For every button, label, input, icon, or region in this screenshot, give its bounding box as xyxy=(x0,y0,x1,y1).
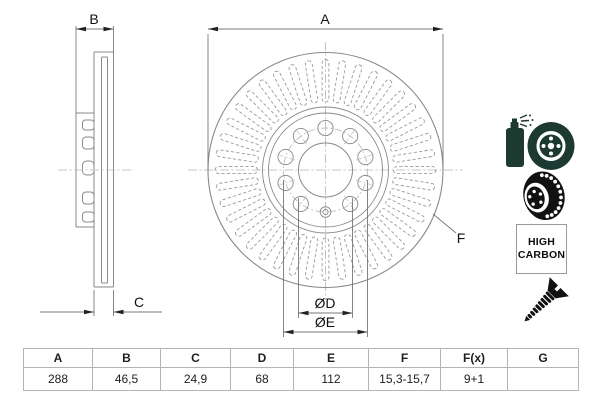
dim-label-b: B xyxy=(89,11,98,27)
hat-edge-circle xyxy=(268,112,383,228)
value-a: 288 xyxy=(23,367,93,391)
dim-label-a: A xyxy=(320,11,330,27)
spec-table-header-row: A B C D E F F(x) G xyxy=(23,348,579,368)
spec-table-value-row: 288 46,5 24,9 68 112 15,3-15,7 9+1 xyxy=(23,367,579,391)
col-header-a: A xyxy=(23,348,93,368)
dim-label-d: ØD xyxy=(315,295,336,311)
dim-label-e: ØE xyxy=(315,314,335,330)
vent-slot-pattern xyxy=(214,59,437,281)
value-c: 24,9 xyxy=(160,367,231,391)
col-header-c: C xyxy=(160,348,231,368)
value-d: 68 xyxy=(230,367,294,391)
front-view xyxy=(188,42,463,300)
vented-disc-icon xyxy=(518,170,568,223)
band-inner-circle xyxy=(262,106,389,234)
value-b: 46,5 xyxy=(92,367,161,391)
col-header-fx: F(x) xyxy=(440,348,508,368)
col-header-g: G xyxy=(507,348,579,368)
value-fx: 9+1 xyxy=(440,367,508,391)
dimension-arrowheads xyxy=(76,26,443,335)
value-e: 112 xyxy=(293,367,369,391)
locating-hole xyxy=(319,206,332,218)
bolt-holes xyxy=(275,118,376,213)
col-header-e: E xyxy=(293,348,369,368)
col-header-d: D xyxy=(230,348,294,368)
side-view-bolt-holes xyxy=(82,119,95,223)
value-f: 15,3-15,7 xyxy=(368,367,441,391)
dimension-spec-table: A B C D E F F(x) G 288 46,5 24,9 68 112 … xyxy=(23,348,579,391)
high-carbon-line1: HIGH xyxy=(527,236,556,248)
center-bore-circle xyxy=(298,142,353,198)
side-view xyxy=(58,26,133,288)
countersunk-screw-icon xyxy=(514,277,572,333)
bolt-circle xyxy=(283,127,368,213)
spray-coated-disc-icon xyxy=(503,112,579,170)
technical-drawing: A B C ØD ØE F xyxy=(40,11,466,337)
col-header-f: F xyxy=(368,348,441,368)
dim-label-f: F xyxy=(457,230,466,246)
high-carbon-badge: HIGH CARBON xyxy=(516,224,567,274)
dim-label-c: C xyxy=(134,294,144,310)
value-g xyxy=(507,367,579,391)
col-header-b: B xyxy=(92,348,161,368)
high-carbon-line2: CARBON xyxy=(517,249,566,261)
